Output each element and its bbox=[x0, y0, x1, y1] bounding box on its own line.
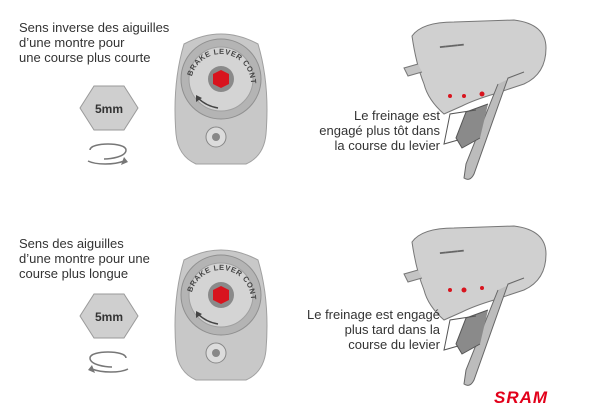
top-instruction-line-1: Sens inverse des aiguilles bbox=[19, 20, 170, 35]
bottom-result-line-2: plus tard dans la bbox=[344, 322, 440, 337]
top-brake-lever-illustration: ▬▬▬▬ bbox=[403, 19, 547, 180]
top-instruction-text: Sens inverse des aiguilles d’une montre … bbox=[19, 20, 169, 65]
bottom-result-text: Le freinage est engagé plus tard dans la… bbox=[307, 307, 440, 352]
bottom-instruction-line-3: course plus longue bbox=[19, 266, 129, 281]
top-instruction-line-2: d’une montre pour bbox=[19, 35, 125, 50]
bottom-clockwise-arrow-icon bbox=[88, 351, 129, 373]
sram-logo: SRAM bbox=[494, 388, 549, 407]
top-result-text: Le freinage est engagé plus tôt dans la … bbox=[319, 108, 440, 153]
bottom-instruction-text: Sens des aiguilles d’une montre pour une… bbox=[19, 236, 150, 281]
top-counterclockwise-arrow-icon bbox=[87, 143, 128, 165]
top-adjust-screw-icon bbox=[213, 70, 229, 88]
bottom-hex-key-icon: 5mm bbox=[79, 293, 139, 339]
top-result-line-2: engagé plus tôt dans bbox=[319, 123, 440, 138]
bottom-result-line-3: course du levier bbox=[348, 337, 440, 352]
top-instruction-line-3: une course plus courte bbox=[19, 50, 151, 65]
svg-text:▬▬▬▬: ▬▬▬▬ bbox=[440, 42, 464, 50]
bottom-instruction-line-1: Sens des aiguilles bbox=[19, 236, 124, 251]
top-result-line-1: Le freinage est bbox=[353, 108, 440, 123]
top-tool-label: 5mm bbox=[95, 102, 123, 116]
top-result-line-3: la course du levier bbox=[334, 138, 441, 153]
bottom-adjust-screw-icon bbox=[213, 286, 229, 304]
bottom-instruction-line-2: d’une montre pour une bbox=[19, 251, 150, 266]
svg-text:▬▬▬▬: ▬▬▬▬ bbox=[440, 248, 464, 256]
bottom-brake-lever-illustration: ▬▬▬▬ bbox=[403, 225, 547, 386]
bottom-tool-label: 5mm bbox=[95, 310, 123, 324]
bottom-brake-dial-body: BRAKE LEVER CONTACT IN bbox=[163, 233, 268, 381]
bottom-result-line-1: Le freinage est engagé bbox=[307, 307, 440, 322]
top-hex-key-icon: 5mm bbox=[79, 85, 139, 131]
top-brake-dial-body: BRAKE LEVER CONTACT IN bbox=[163, 17, 268, 165]
